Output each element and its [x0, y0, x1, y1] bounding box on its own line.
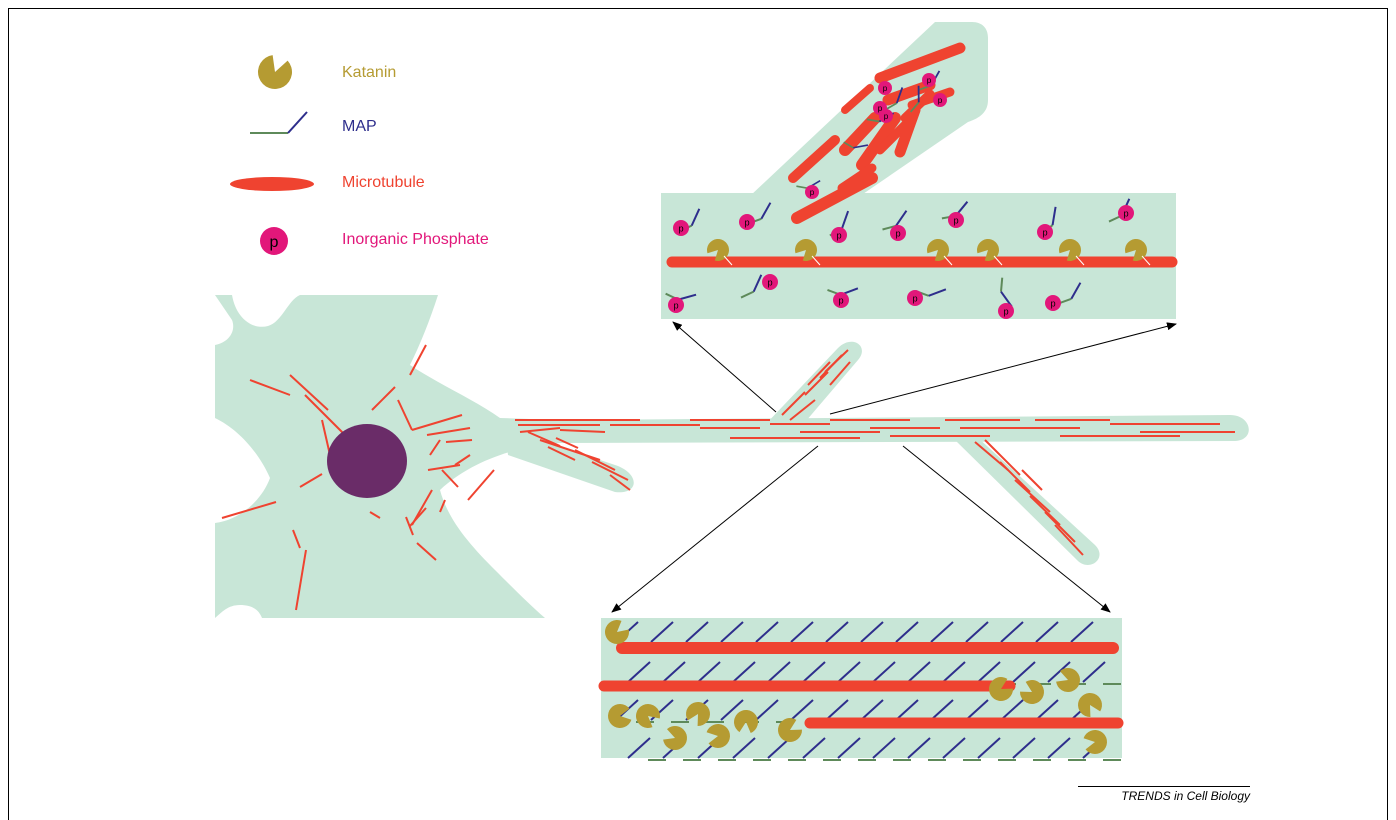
map-legend-blue	[288, 112, 307, 133]
phosphate-letter: p	[883, 84, 888, 93]
phosphate: p	[1037, 224, 1053, 240]
phosphate: p	[922, 73, 936, 87]
phosphate-letter: p	[1123, 208, 1128, 218]
neuron-microtubule	[468, 470, 494, 500]
legend-label-phosphate: Inorganic Phosphate	[342, 231, 489, 249]
panel-branch-point: ppppppppppppppppppp	[661, 22, 1176, 319]
legend-label-katanin: Katanin	[342, 64, 396, 82]
legend-icons: p	[230, 52, 314, 255]
arrow-to-axon-panel-left	[612, 446, 818, 612]
phosphate-letter: p	[270, 233, 279, 251]
phosphate-letter: p	[838, 295, 843, 305]
arrow-to-branch-panel-right	[830, 324, 1176, 414]
phosphate: p	[907, 290, 923, 306]
zoom-arrows	[612, 322, 1176, 612]
phosphate-letter: p	[836, 230, 841, 240]
phosphate-letter: p	[678, 223, 683, 233]
phosphate-legend-shape: p	[260, 227, 288, 255]
phosphate: p	[833, 292, 849, 308]
phosphate-letter: p	[912, 293, 917, 303]
phosphate-letter: p	[927, 76, 932, 85]
phosphate: p	[762, 274, 778, 290]
phosphate: p	[873, 101, 887, 115]
katanin-legend-shape	[253, 52, 296, 94]
legend-label-microtubule: Microtubule	[342, 174, 425, 192]
phosphate: p	[890, 225, 906, 241]
phosphate: p	[933, 93, 947, 107]
phosphate-letter: p	[673, 300, 678, 310]
phosphate-letter: p	[895, 228, 900, 238]
figure-credit: TRENDS in Cell Biology	[1078, 786, 1250, 803]
phosphate: p	[831, 227, 847, 243]
phosphate: p	[878, 81, 892, 95]
phosphate: p	[673, 220, 689, 236]
katanin-icon	[253, 52, 296, 94]
microtubule-legend-shape	[230, 177, 314, 191]
phosphate-letter: p	[953, 215, 958, 225]
nucleus	[327, 424, 407, 498]
phosphate-icon: p	[260, 227, 288, 255]
phosphate: p	[668, 297, 684, 313]
neuron	[215, 295, 1249, 618]
phosphate-letter: p	[878, 104, 883, 113]
phosphate: p	[739, 214, 755, 230]
phosphate: p	[1045, 295, 1061, 311]
phosphate-letter: p	[1003, 306, 1008, 316]
phosphate-letter: p	[1050, 298, 1055, 308]
legend-label-map: MAP	[342, 118, 377, 136]
phosphate-letter: p	[1042, 227, 1047, 237]
phosphate: p	[1118, 205, 1134, 221]
map-icon	[250, 112, 307, 133]
phosphate: p	[998, 303, 1014, 319]
phosphate: p	[948, 212, 964, 228]
panel-axon-segment	[600, 616, 1122, 760]
arrow-to-branch-panel-left	[673, 322, 776, 412]
phosphate-letter: p	[744, 217, 749, 227]
microtubule-icon	[230, 177, 314, 191]
phosphate: p	[805, 185, 819, 199]
branch-upper	[765, 342, 862, 428]
phosphate-letter: p	[810, 188, 815, 197]
phosphate-letter: p	[767, 277, 772, 287]
phosphate-letter: p	[938, 96, 943, 105]
